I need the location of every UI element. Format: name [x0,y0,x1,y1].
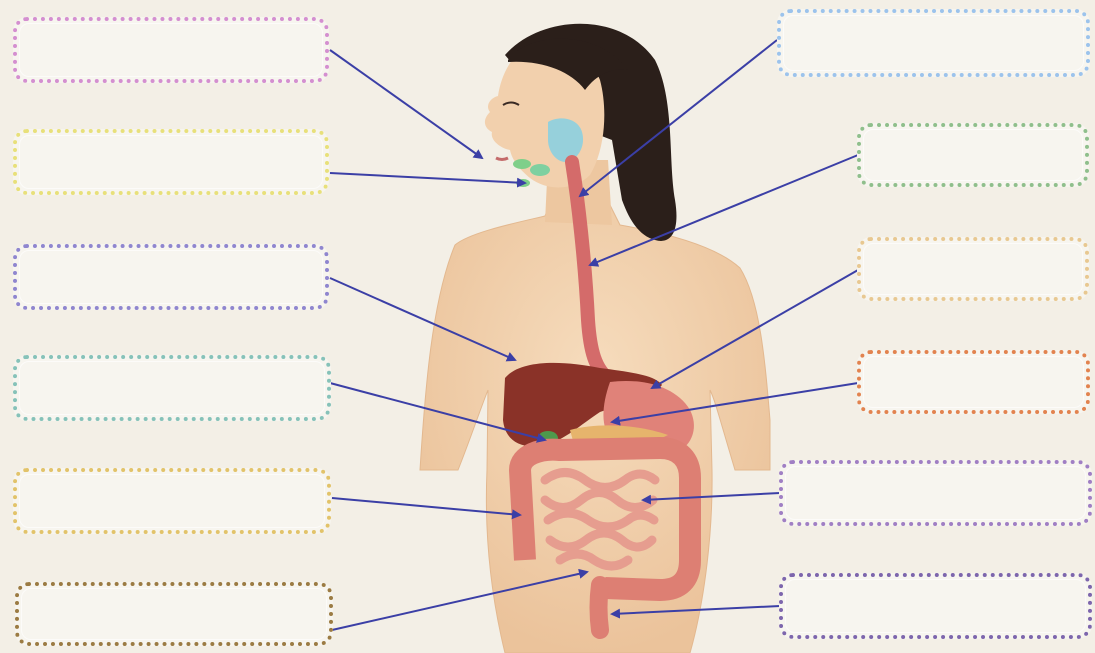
arrow-salivary-glands [330,173,525,183]
label-box-large-intestine[interactable] [13,468,331,534]
label-box-liver[interactable] [13,244,329,310]
label-box-stomach[interactable] [857,237,1089,301]
label-box-pharynx[interactable] [777,9,1090,77]
label-box-gallbladder[interactable] [13,355,331,421]
label-box-esophagus[interactable] [857,123,1089,187]
rectum [599,585,601,630]
label-box-rectum[interactable] [15,582,333,646]
arrow-mouth [330,50,482,158]
label-box-anus[interactable] [779,573,1092,639]
label-box-small-intestine[interactable] [779,460,1092,526]
label-box-pancreas[interactable] [857,350,1090,414]
salivary-gland-1 [513,159,531,169]
label-box-salivary-glands[interactable] [13,129,329,195]
salivary-gland-2 [530,164,550,176]
label-box-mouth[interactable] [13,17,329,83]
